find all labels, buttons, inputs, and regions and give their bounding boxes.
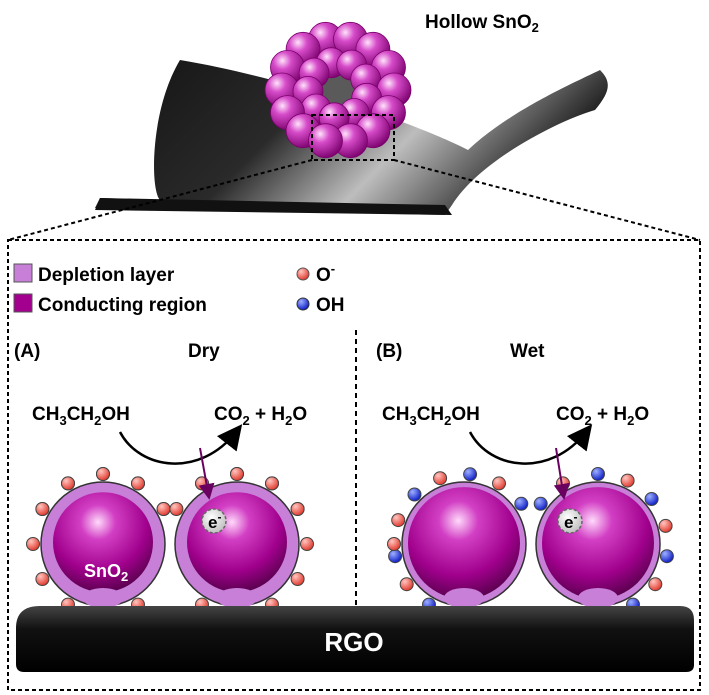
- rgo-substrate: RGO: [16, 606, 694, 672]
- oxygen-ion: [265, 476, 279, 491]
- zoom-line-right: [393, 159, 701, 241]
- oxygen-ion: [61, 476, 75, 491]
- oxygen-icon: [296, 267, 310, 281]
- oxygen-ion: [35, 502, 50, 516]
- oxygen-ion: [290, 502, 305, 516]
- oxygen-ion: [433, 471, 448, 486]
- hollow-sno2-sphere: [264, 21, 412, 159]
- depletion-swatch: [13, 263, 33, 283]
- panel-a-tag: (A): [14, 341, 40, 362]
- oxygen-label: O-: [316, 261, 335, 286]
- svg-text:e-: e-: [564, 510, 577, 532]
- oxygen-ion: [290, 572, 305, 586]
- sphere-hollow-core: [318, 72, 358, 108]
- hydroxyl-group: [388, 549, 403, 564]
- hydroxyl-group: [644, 492, 659, 506]
- oxygen-ion: [35, 572, 50, 586]
- panel-b: (B) Wet CH3CH2OH CO2 + H2O: [376, 341, 674, 612]
- panel-b-tag: (B): [376, 341, 402, 362]
- panel-b-condition: Wet: [510, 341, 545, 362]
- panel-a-reaction-arrow: [118, 424, 243, 465]
- hydroxyl-group: [659, 549, 674, 564]
- oxygen-ion: [387, 537, 401, 551]
- detail-frame: [7, 239, 701, 691]
- oxygen-ion: [648, 577, 663, 592]
- electron-icon: [201, 508, 227, 534]
- hydroxyl-label: OH: [316, 295, 345, 316]
- conducting-core: [542, 487, 654, 600]
- conducting-core: [187, 492, 287, 593]
- panel-a-electron: e-: [198, 447, 227, 534]
- conducting-swatch: [13, 293, 33, 313]
- conducting-core: [53, 492, 153, 593]
- panel-b-particles: [387, 467, 674, 612]
- oxygen-ion: [391, 513, 406, 528]
- oxygen-ion: [96, 467, 110, 481]
- oxygen-ion: [658, 518, 673, 533]
- panel-b-reactant: CH3CH2OH: [382, 404, 480, 428]
- oxygen-ion: [26, 537, 40, 551]
- panel-a-sno2-label: SnO2: [84, 561, 128, 584]
- panel-b-product: CO2 + H2O: [556, 404, 649, 428]
- oxygen-ion: [399, 577, 414, 592]
- panel-a-particles: [26, 467, 314, 612]
- contact-neck: [83, 588, 123, 608]
- hollow-sno2-label: Hollow SnO2: [425, 12, 539, 35]
- oxygen-ion: [620, 473, 635, 488]
- hydroxyl-icon: [296, 297, 310, 311]
- oxygen-ion: [169, 502, 184, 516]
- depletion-label: Depletion layer: [38, 265, 175, 286]
- electron-icon: [557, 508, 583, 534]
- oxygen-ion: [492, 476, 506, 491]
- oxygen-ion: [230, 467, 244, 481]
- oxygen-ion: [131, 476, 145, 491]
- contact-neck: [217, 588, 257, 608]
- contact-neck: [578, 588, 618, 608]
- contact-neck: [444, 588, 484, 608]
- rgo-label: RGO: [324, 627, 383, 657]
- conducting-label: Conducting region: [38, 295, 207, 316]
- panel-a-reactant: CH3CH2OH: [32, 404, 130, 428]
- conducting-core: [408, 487, 520, 600]
- oxygen-ion: [156, 502, 171, 516]
- panel-a-product: CO2 + H2O: [214, 404, 307, 428]
- hydroxyl-group: [533, 496, 548, 511]
- hydroxyl-group: [407, 487, 422, 502]
- zoom-box: [311, 114, 395, 161]
- hydroxyl-group: [514, 496, 529, 511]
- legend: Depletion layer Conducting region O- OH: [13, 261, 345, 316]
- panel-b-reaction-arrow: [468, 424, 593, 465]
- zoom-line-left: [7, 159, 313, 241]
- sphere-ball: [308, 123, 343, 159]
- oxygen-ion: [300, 537, 314, 551]
- panel-a: (A) Dry CH3CH2OH CO2 + H2O SnO2: [14, 341, 314, 612]
- hydroxyl-group: [591, 467, 605, 481]
- panel-a-condition: Dry: [188, 341, 220, 362]
- hydroxyl-group: [463, 467, 478, 482]
- svg-text:e-: e-: [208, 510, 221, 532]
- panel-b-electron: e-: [553, 447, 583, 534]
